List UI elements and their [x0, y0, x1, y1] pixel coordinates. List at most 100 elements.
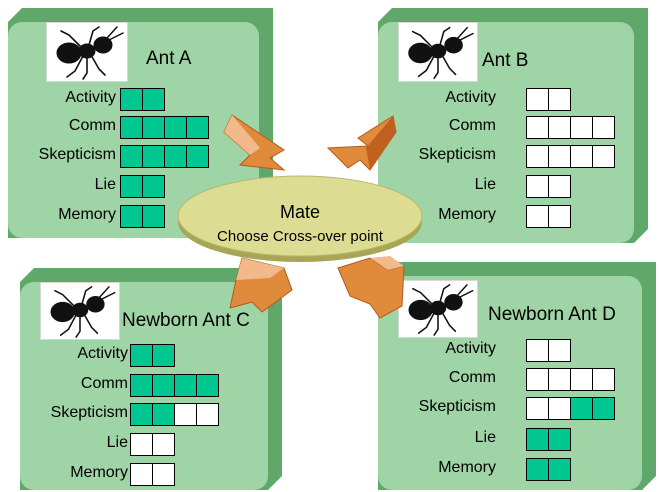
- ant-icon: [56, 26, 124, 80]
- trait-label-comm: Comm: [448, 117, 496, 134]
- ant-name: Newborn Ant C: [122, 310, 250, 331]
- gene-cell-filled: [120, 205, 143, 228]
- trait-cells-skepticism: [526, 145, 615, 168]
- gene-cell-filled: [142, 145, 165, 168]
- gene-cell-empty: [526, 116, 549, 139]
- gene-cell-filled: [130, 403, 153, 426]
- gene-cell-empty: [548, 339, 571, 362]
- trait-cells-lie: [130, 433, 175, 456]
- trait-cells-skepticism: [130, 403, 219, 426]
- trait-cells-comm: [526, 116, 615, 139]
- gene-cell-empty: [526, 175, 549, 198]
- gene-cell-empty: [570, 145, 593, 168]
- gene-cell-filled: [174, 374, 197, 397]
- gene-cell-empty: [592, 116, 615, 139]
- trait-label-lie: Lie: [94, 176, 116, 193]
- gene-cell-filled: [164, 116, 187, 139]
- trait-label-activity: Activity: [65, 89, 116, 106]
- gene-cell-empty: [526, 397, 549, 420]
- gene-cell-empty: [570, 368, 593, 391]
- gene-cell-filled: [120, 116, 143, 139]
- gene-cell-filled: [186, 145, 209, 168]
- trait-label-memory: Memory: [438, 459, 496, 476]
- ant-name: Newborn Ant D: [488, 304, 616, 325]
- trait-cells-lie: [526, 175, 571, 198]
- gene-cell-filled: [164, 145, 187, 168]
- gene-cell-empty: [130, 463, 153, 486]
- gene-cell-empty: [526, 88, 549, 111]
- ant-image: [398, 280, 478, 338]
- gene-cell-empty: [526, 368, 549, 391]
- trait-cells-memory: [130, 463, 175, 486]
- gene-cell-empty: [592, 145, 615, 168]
- mate-subtitle: Choose Cross-over point: [217, 228, 383, 245]
- trait-cells-skepticism: [120, 145, 209, 168]
- trait-label-skepticism: Skepticism: [418, 398, 496, 415]
- trait-cells-activity: [130, 344, 175, 367]
- gene-cell-filled: [152, 374, 175, 397]
- trait-label-activity: Activity: [77, 345, 128, 362]
- trait-cells-comm: [130, 374, 219, 397]
- gene-cell-empty: [548, 116, 571, 139]
- ant-icon: [408, 26, 474, 80]
- gene-cell-empty: [526, 205, 549, 228]
- gene-cell-filled: [526, 428, 549, 451]
- trait-label-memory: Memory: [438, 206, 496, 223]
- ant-image: [398, 22, 478, 82]
- trait-label-skepticism: Skepticism: [50, 404, 128, 421]
- gene-cell-empty: [548, 145, 571, 168]
- trait-label-activity: Activity: [445, 340, 496, 357]
- gene-cell-filled: [570, 397, 593, 420]
- trait-label-lie: Lie: [106, 434, 128, 451]
- gene-cell-empty: [152, 433, 175, 456]
- gene-cell-filled: [120, 88, 143, 111]
- trait-cells-activity: [120, 88, 165, 111]
- gene-cell-empty: [548, 368, 571, 391]
- gene-cell-filled: [142, 175, 165, 198]
- mate-title: Mate: [279, 202, 321, 222]
- trait-label-comm: Comm: [68, 117, 116, 134]
- trait-label-skepticism: Skepticism: [418, 146, 496, 163]
- gene-cell-filled: [592, 397, 615, 420]
- mate-ellipse: [177, 175, 423, 262]
- trait-label-skepticism: Skepticism: [38, 146, 116, 163]
- gene-cell-filled: [142, 205, 165, 228]
- ant-image: [46, 22, 128, 82]
- gene-cell-filled: [130, 374, 153, 397]
- gene-cell-filled: [142, 116, 165, 139]
- trait-label-comm: Comm: [80, 375, 128, 392]
- trait-cells-activity: [526, 339, 571, 362]
- trait-label-comm: Comm: [448, 369, 496, 386]
- gene-cell-filled: [548, 428, 571, 451]
- trait-label-memory: Memory: [58, 206, 116, 223]
- gene-cell-empty: [174, 403, 197, 426]
- gene-cell-empty: [526, 339, 549, 362]
- trait-cells-skepticism: [526, 397, 615, 420]
- trait-cells-memory: [526, 458, 571, 481]
- gene-cell-empty: [548, 175, 571, 198]
- gene-cell-empty: [130, 433, 153, 456]
- trait-label-activity: Activity: [445, 89, 496, 106]
- gene-cell-filled: [526, 458, 549, 481]
- trait-label-lie: Lie: [474, 176, 496, 193]
- trait-cells-comm: [120, 116, 209, 139]
- gene-cell-filled: [130, 344, 153, 367]
- ant-image: [40, 282, 120, 340]
- gene-cell-filled: [120, 145, 143, 168]
- gene-cell-filled: [120, 175, 143, 198]
- trait-cells-lie: [526, 428, 571, 451]
- gene-cell-filled: [152, 344, 175, 367]
- trait-label-lie: Lie: [474, 429, 496, 446]
- ant-icon: [50, 286, 116, 338]
- gene-cell-empty: [570, 116, 593, 139]
- gene-cell-empty: [548, 205, 571, 228]
- gene-cell-filled: [196, 374, 219, 397]
- ant-icon: [408, 284, 474, 336]
- gene-cell-empty: [592, 368, 615, 391]
- gene-cell-filled: [152, 403, 175, 426]
- trait-cells-lie: [120, 175, 165, 198]
- ant-name: Ant B: [482, 50, 529, 71]
